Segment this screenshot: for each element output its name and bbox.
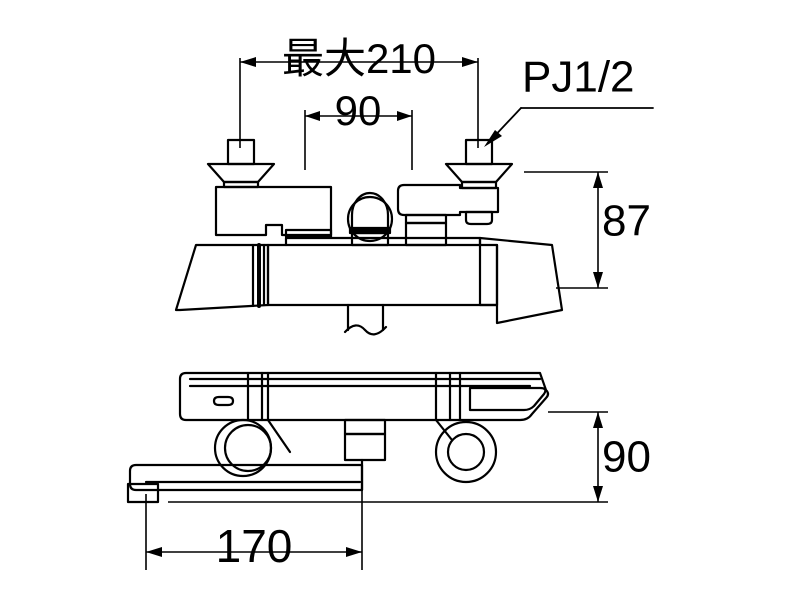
top-plan-view bbox=[126, 371, 550, 504]
dimension-max-210-label: 最大210 bbox=[282, 35, 436, 82]
dimension-height-87-label: 87 bbox=[602, 197, 651, 246]
dimension-inlet-90 bbox=[304, 110, 413, 170]
right-eccentric-arm bbox=[396, 183, 500, 226]
callout-pj12-arrowhead bbox=[484, 130, 502, 147]
callout-pj12-leader bbox=[487, 107, 654, 144]
left-valve-housing bbox=[214, 185, 333, 239]
flow-handle bbox=[478, 236, 564, 325]
plan-body-seams bbox=[246, 371, 462, 422]
right-eccentric-riser bbox=[404, 213, 448, 247]
dimension-inlet-90-label: 90 bbox=[335, 87, 382, 134]
dimension-height-90 bbox=[168, 411, 608, 503]
mixer-body bbox=[266, 236, 499, 307]
left-eccentric-flange bbox=[206, 162, 276, 189]
temperature-indicator-mark bbox=[212, 395, 235, 407]
dimension-reach-170-arrows bbox=[146, 547, 362, 557]
callout-pj12-label: PJ1/2 bbox=[522, 53, 635, 102]
dimension-height-90-label: 90 bbox=[602, 433, 651, 482]
dimension-height-90-arrows bbox=[593, 412, 603, 502]
dimension-inlet-90-arrows bbox=[305, 111, 412, 121]
left-eccentric-nut bbox=[226, 138, 256, 166]
plan-flow-handle-circle bbox=[434, 418, 498, 484]
dimension-height-87 bbox=[524, 171, 608, 289]
dimension-max-210-arrows bbox=[240, 57, 478, 67]
dimension-height-87-arrows bbox=[593, 172, 603, 288]
temperature-handle bbox=[174, 243, 270, 312]
plan-aerator-outlet bbox=[126, 482, 160, 504]
dimension-reach-170-label: 170 bbox=[216, 520, 293, 572]
plan-right-lip bbox=[468, 386, 547, 412]
dimension-reach-170 bbox=[145, 465, 363, 570]
spout-stub bbox=[343, 303, 388, 336]
plan-body-outline bbox=[178, 371, 550, 422]
dimension-max-210 bbox=[239, 58, 479, 148]
plan-temperature-handle-circle bbox=[213, 418, 292, 478]
front-elevation-view bbox=[174, 138, 564, 336]
plan-spout-riser bbox=[343, 418, 387, 462]
